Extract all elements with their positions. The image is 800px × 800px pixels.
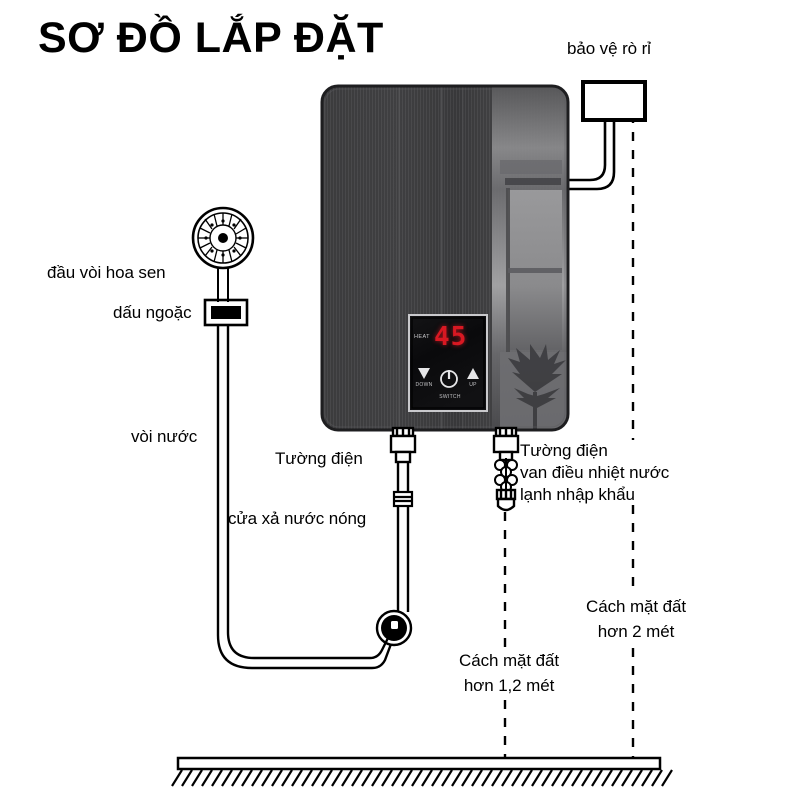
arrow-up-icon — [467, 368, 479, 379]
ground-hatch-icon — [171, 756, 673, 787]
water-heater-body — [320, 84, 570, 432]
label-wall-power-right-1: Tường điện — [520, 441, 608, 460]
shower-head-icon — [191, 206, 255, 302]
label-breaker: bảo vệ rò rỉ — [567, 39, 651, 58]
panel-up-label: UP — [469, 382, 477, 388]
inlet-filter-cap-icon — [495, 488, 517, 512]
label-height-1-2m-line1: Cách mặt đất — [459, 651, 559, 670]
valve-body-icon — [494, 458, 518, 493]
arrow-down-icon — [418, 368, 430, 379]
pipe-fitting-icon — [389, 426, 417, 464]
thermostatic-valve-icon — [492, 426, 520, 462]
panel-buttons[interactable] — [409, 360, 489, 408]
page-title: SƠ ĐỒ LẮP ĐẶT — [38, 14, 384, 62]
label-hose: vòi nước — [131, 427, 198, 446]
panel-switch-label: SWITCH — [439, 394, 461, 400]
pipe-coupling-icon — [392, 490, 414, 508]
label-bracket: dấu ngoặc — [113, 303, 192, 322]
label-height-1-2m-line2: hơn 1,2 mét — [463, 676, 555, 695]
label-wall-power-left: Tường điện — [275, 449, 363, 468]
power-cable — [568, 120, 616, 191]
label-wall-power-right-3: lạnh nhập khẩu — [520, 485, 635, 504]
label-shower-head: đầu vòi hoa sen — [47, 263, 166, 282]
label-height-2m-line1: Cách mặt đất — [586, 597, 686, 616]
hot-water-pipe — [396, 462, 410, 492]
elbow-valve-icon — [375, 609, 413, 647]
hot-hose — [396, 506, 410, 612]
breaker-box-icon — [581, 80, 647, 122]
label-height-2m-line2: hơn 2 mét — [597, 622, 675, 641]
panel-temperature-display: 45 — [434, 322, 468, 352]
power-button-icon — [440, 370, 458, 388]
bracket-icon — [203, 298, 249, 327]
label-wall-power-right-2: van điều nhiệt nước — [520, 463, 670, 482]
panel-mode-label: HEAT — [414, 334, 430, 340]
shower-hose — [216, 322, 393, 670]
panel-down-label: DOWN — [415, 382, 433, 388]
label-hot-outlet: cửa xả nước nóng — [228, 509, 367, 528]
control-panel[interactable] — [408, 314, 488, 412]
